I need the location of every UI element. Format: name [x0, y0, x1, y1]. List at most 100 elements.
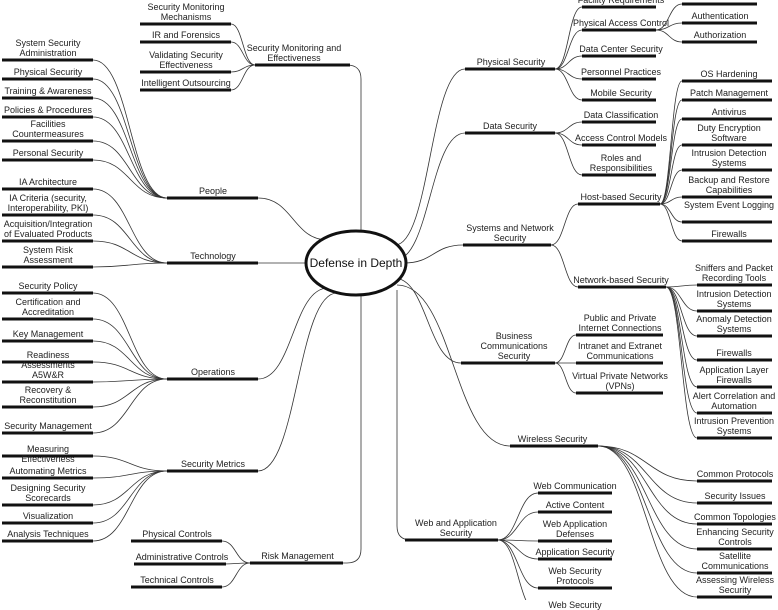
node-security-policy[interactable]: Security Policy: [18, 281, 78, 291]
node-authentication[interactable]: Authentication: [691, 11, 749, 21]
node-bar-authentication: [682, 21, 757, 25]
node-wireless-security[interactable]: Wireless Security: [517, 434, 588, 444]
connector-line: [92, 292, 168, 380]
node-access-control-models[interactable]: Access Control Models: [574, 133, 668, 143]
node-satellite-communications[interactable]: Satellite Communications: [701, 551, 769, 571]
node-security-management[interactable]: Security Management: [4, 421, 92, 431]
node-web-security-protocols[interactable]: Web Security Protocols: [548, 566, 602, 586]
node-bar-roles-and-responsibilities: [582, 173, 656, 177]
node-analysis-techniques[interactable]: Analysis Techniques: [7, 529, 89, 539]
node-common-protocols[interactable]: Common Protocols: [696, 469, 774, 479]
connector-line: [92, 262, 168, 268]
node-systems-and-network-security[interactable]: Systems and Network Security: [466, 223, 554, 243]
node-ir-and-forensics[interactable]: IR and Forensics: [151, 30, 221, 40]
node-key-management[interactable]: Key Management: [12, 329, 84, 339]
node-system-security-administration[interactable]: System Security Administration: [15, 38, 81, 58]
node-intelligent-outsourcing[interactable]: Intelligent Outsourcing: [141, 78, 231, 88]
node-bar-backup-and-restore-capabilities: [682, 195, 772, 199]
node-policies-procedures[interactable]: Policies & Procedures: [3, 105, 93, 115]
node-web-communication[interactable]: Web Communication: [533, 481, 617, 491]
node-enhancing-security-controls[interactable]: Enhancing Security Controls: [696, 527, 774, 547]
node-recovery-reconstitution[interactable]: Recovery & Reconstitution: [19, 385, 77, 405]
connector-line: [221, 562, 251, 588]
connector-line: [655, 29, 683, 43]
node-firewalls[interactable]: Firewalls: [711, 229, 747, 239]
node-security-issues[interactable]: Security Issues: [704, 491, 766, 501]
node-bar-risk-management: [250, 561, 343, 565]
node-web-and-application-security[interactable]: Web and Application Security: [415, 518, 497, 538]
node-system-risk-assessment[interactable]: System Risk Assessment: [22, 245, 73, 265]
node-bar-web-application-defenses: [538, 539, 612, 543]
node-alert-correlation-and-automation[interactable]: Alert Correlation and Automation: [692, 391, 776, 411]
node-security-metrics[interactable]: Security Metrics: [180, 459, 245, 469]
node-mobile-security[interactable]: Mobile Security: [590, 88, 652, 98]
node-bar-facility-requirements: [582, 5, 656, 9]
node-authorization[interactable]: Authorization: [693, 30, 747, 40]
node-technical-controls[interactable]: Technical Controls: [140, 575, 214, 585]
node-public-and-private-internet-connections[interactable]: Public and Private Internet Connections: [578, 313, 662, 333]
node-common-topologies[interactable]: Common Topologies: [694, 512, 776, 522]
node-security-monitoring-and-effectiveness[interactable]: Security Monitoring and Effectiveness: [246, 43, 342, 63]
node-firewalls[interactable]: Firewalls: [716, 348, 752, 358]
node-validating-security-effectiveness[interactable]: Validating Security Effectiveness: [149, 50, 223, 70]
node-administrative-controls[interactable]: Administrative Controls: [135, 552, 229, 562]
node-designing-security-scorecards[interactable]: Designing Security Scorecards: [10, 483, 86, 503]
node-anomaly-detection-systems[interactable]: Anomaly Detection Systems: [696, 314, 772, 334]
node-people[interactable]: People: [198, 186, 228, 196]
node-intrusion-detection-systems[interactable]: Intrusion Detection Systems: [691, 148, 767, 168]
node-active-content[interactable]: Active Content: [545, 500, 605, 510]
node-duty-encryption-software[interactable]: Duty Encryption Software: [697, 123, 761, 143]
node-visualization[interactable]: Visualization: [22, 511, 74, 521]
node-personal-security[interactable]: Personal Security: [12, 148, 84, 158]
node-intranet-and-extranet-communications[interactable]: Intranet and Extranet Communications: [577, 341, 663, 361]
node-host-based-security[interactable]: Host-based Security: [580, 192, 662, 202]
node-bar-security-policy: [2, 291, 93, 295]
node-certification-and-accreditation[interactable]: Certification and Accreditation: [15, 297, 81, 317]
node-facility-requirements[interactable]: Facility Requirements: [577, 0, 665, 5]
node-application-layer-firewalls[interactable]: Application Layer Firewalls: [699, 365, 769, 385]
node-security-monitoring-mechanisms[interactable]: Security Monitoring Mechanisms: [147, 2, 225, 22]
node-business-communications-security[interactable]: Business Communications Security: [480, 331, 548, 361]
node-backup-and-restore-capabilities[interactable]: Backup and Restore Capabilities: [688, 175, 770, 195]
trunk-monitoring: [346, 64, 362, 231]
node-roles-and-responsibilities[interactable]: Roles and Responsibilities: [589, 153, 653, 173]
node-readiness-assessments[interactable]: Readiness Assessments: [21, 350, 75, 370]
node-assessing-wireless-security[interactable]: Assessing Wireless Security: [695, 575, 775, 595]
node-a5w-r[interactable]: A5W&R: [31, 370, 64, 380]
node-system-event-logging[interactable]: System Event Logging: [683, 200, 775, 210]
node-bar-security-management: [2, 431, 93, 435]
node-technology[interactable]: Technology: [190, 251, 236, 261]
node-personnel-practices[interactable]: Personnel Practices: [580, 67, 662, 77]
node-ia-architecture[interactable]: IA Architecture: [18, 177, 78, 187]
node-web-security[interactable]: Web Security: [548, 600, 602, 610]
node-bar-common-topologies: [697, 522, 772, 526]
node-facilities-countermeasures[interactable]: Facilities Countermeasures: [12, 119, 84, 139]
node-sniffers-and-packet-recording-tools[interactable]: Sniffers and Packet Recording Tools: [695, 263, 773, 283]
node-virtual-private-networks-vpns[interactable]: Virtual Private Networks (VPNs): [572, 371, 668, 391]
node-measuring-effectiveness[interactable]: Measuring Effectiveness: [21, 444, 75, 464]
node-data-classification[interactable]: Data Classification: [583, 110, 659, 120]
connector-line: [230, 64, 256, 91]
node-network-based-security[interactable]: Network-based Security: [573, 275, 669, 285]
node-ia-criteria-security-interoperability-pki[interactable]: IA Criteria (security, Interoperability,…: [7, 193, 89, 213]
node-automating-metrics[interactable]: Automating Metrics: [9, 466, 87, 476]
node-physical-security[interactable]: Physical Security: [13, 67, 83, 77]
node-patch-management[interactable]: Patch Management: [689, 88, 769, 98]
node-os-hardening[interactable]: OS Hardening: [700, 69, 758, 79]
node-operations[interactable]: Operations: [190, 367, 236, 377]
node-physical-access-control[interactable]: Physical Access Control: [572, 18, 670, 28]
node-web-application-defenses[interactable]: Web Application Defenses: [542, 519, 608, 539]
node-acquisition-integration-of-evaluated-products[interactable]: Acquisition/Integration of Evaluated Pro…: [3, 219, 93, 239]
node-antivirus[interactable]: Antivirus: [711, 107, 747, 117]
node-training-awareness[interactable]: Training & Awareness: [4, 86, 92, 96]
node-physical-controls[interactable]: Physical Controls: [142, 529, 212, 539]
node-application-security[interactable]: Application Security: [535, 547, 615, 557]
node-risk-management[interactable]: Risk Management: [261, 551, 334, 561]
connector-line: [659, 203, 683, 242]
node-intrusion-prevention-systems[interactable]: Intrusion Prevention Systems: [693, 416, 775, 436]
node-data-center-security[interactable]: Data Center Security: [579, 44, 663, 54]
node-data-security[interactable]: Data Security: [482, 121, 538, 131]
node-physical-security[interactable]: Physical Security: [476, 57, 546, 67]
node-intrusion-detection-systems[interactable]: Intrusion Detection Systems: [696, 289, 772, 309]
